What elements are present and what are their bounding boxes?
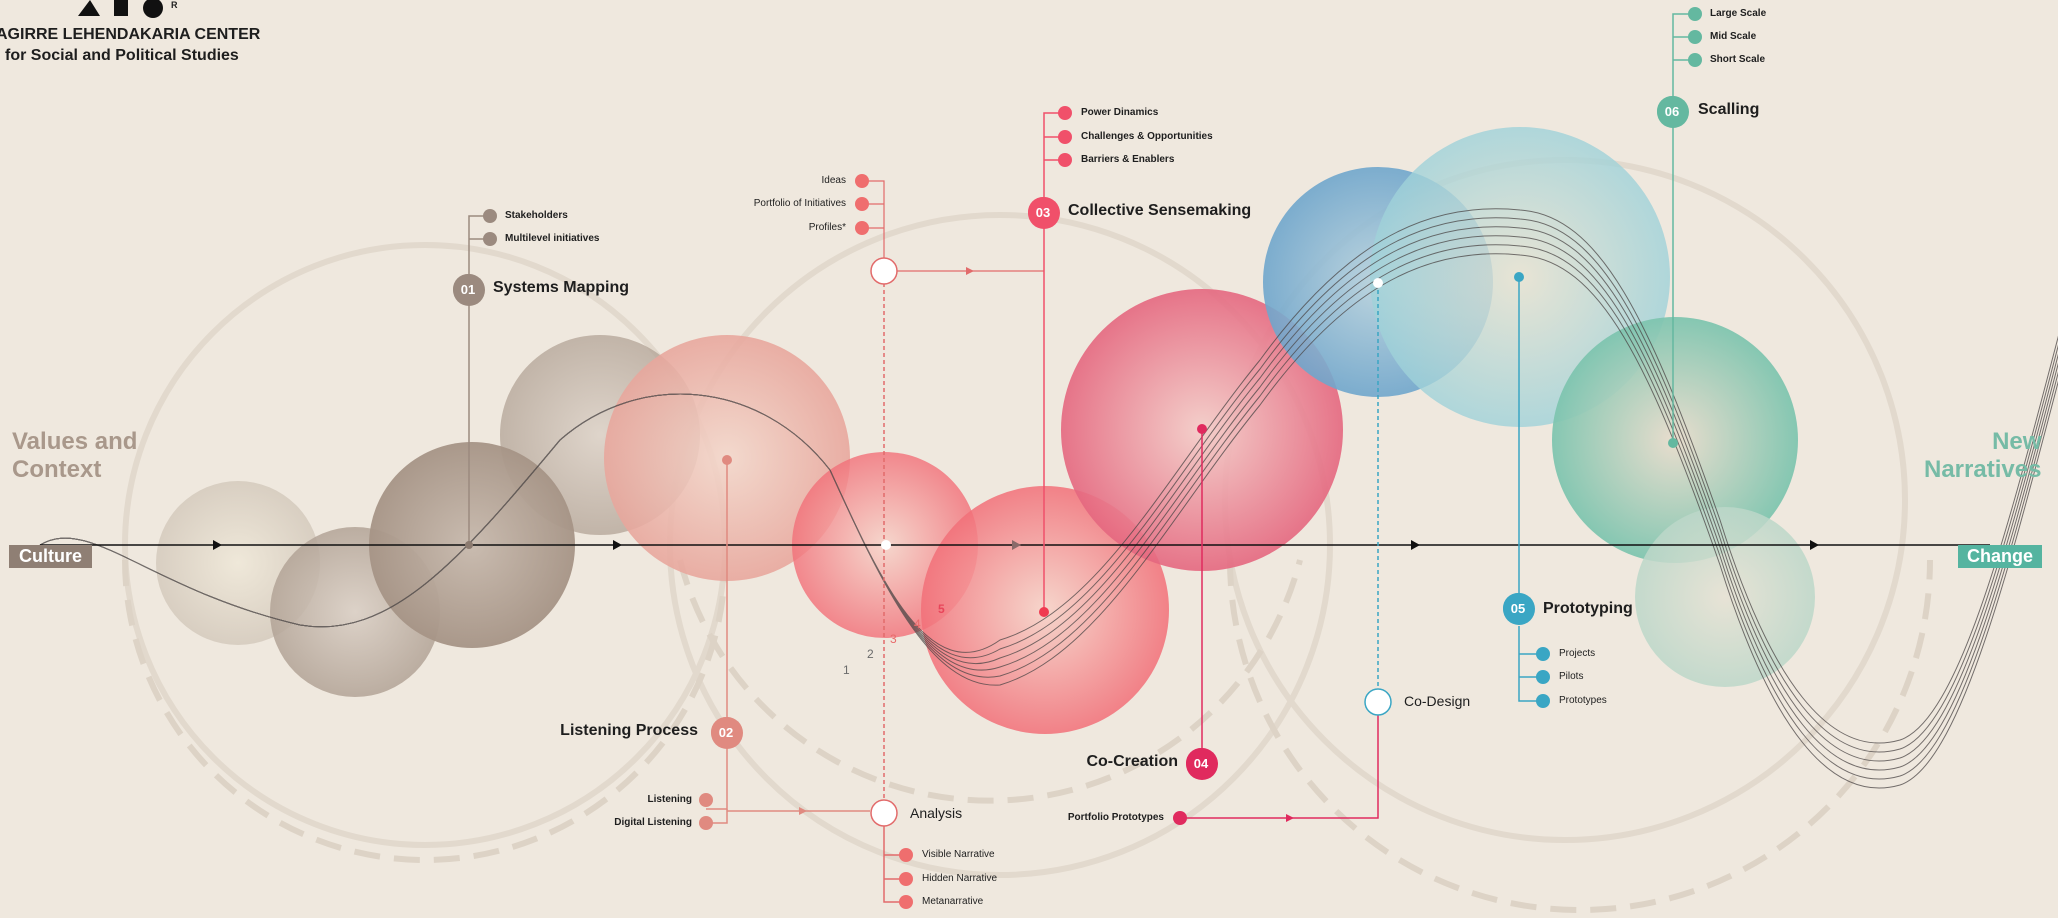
stage-05-item: Projects [1559, 648, 1596, 659]
values-context-heading: Values and Context [12, 428, 138, 483]
analysis-item: Metanarrative [922, 896, 984, 907]
stage-06-item: Large Scale [1710, 8, 1767, 19]
wave-number: 1 [843, 663, 850, 677]
new-narratives-heading: New Narratives [1924, 428, 2042, 483]
logo-registered-mark: R [171, 0, 178, 10]
stage-03-title: Collective Sensemaking [1068, 202, 1252, 219]
analysis-item: Hidden Narrative [922, 873, 998, 884]
change-tag: Change [1958, 545, 2042, 568]
culture-tag: Culture [9, 545, 92, 568]
stage-06-number: 06 [1657, 96, 1687, 126]
stage-06-item: Mid Scale [1710, 31, 1757, 42]
stage-03-item: Barriers & Enablers [1081, 154, 1175, 165]
stage-06-item: Short Scale [1710, 54, 1766, 65]
stage-01-item: Stakeholders [505, 210, 568, 221]
logo-title: AGIRRE LEHENDAKARIA CENTER [0, 26, 261, 43]
ideas-item: Ideas [821, 175, 846, 186]
stage-03-item: Power Dinamics [1081, 107, 1159, 118]
wave-number: 4 [914, 617, 921, 631]
wave-number: 2 [867, 647, 874, 661]
logo-mark [78, 0, 163, 18]
stage-05-item: Prototypes [1559, 695, 1607, 706]
codesign-label: Co-Design [1404, 693, 1471, 709]
stage-02-title: Listening Process [560, 722, 698, 739]
stage-04-item: Portfolio Prototypes [1067, 812, 1164, 823]
stage-01-title: Systems Mapping [493, 279, 630, 296]
stage-06-title: Scalling [1698, 101, 1760, 118]
stage-02-number: 02 [711, 717, 741, 747]
stage-02-item: Listening [647, 794, 692, 805]
wave-number: 3 [890, 632, 897, 646]
stage-05-number: 05 [1503, 593, 1533, 623]
stage-05-title: Prototyping [1543, 600, 1633, 617]
stage-05-item: Pilots [1559, 671, 1584, 682]
stage-03-item: Challenges & Opportunities [1081, 131, 1213, 142]
stage-03-number: 03 [1028, 197, 1058, 227]
stage-02-item: Digital Listening [614, 817, 692, 828]
logo-subtitle: for Social and Political Studies [5, 47, 239, 64]
analysis-label: Analysis [910, 805, 963, 821]
stage-04-number: 04 [1186, 748, 1216, 778]
analysis-item: Visible Narrative [922, 849, 995, 860]
stage-04-title: Co-Creation [1086, 753, 1178, 770]
wave-number: 5 [938, 602, 945, 616]
stage-01-item: Multilevel initiatives [505, 233, 600, 244]
stage-01-number: 01 [453, 274, 483, 304]
ideas-item: Profiles* [808, 222, 846, 233]
flow-curve [39, 253, 2058, 789]
ideas-item: Portfolio of Initiatives [753, 198, 846, 209]
